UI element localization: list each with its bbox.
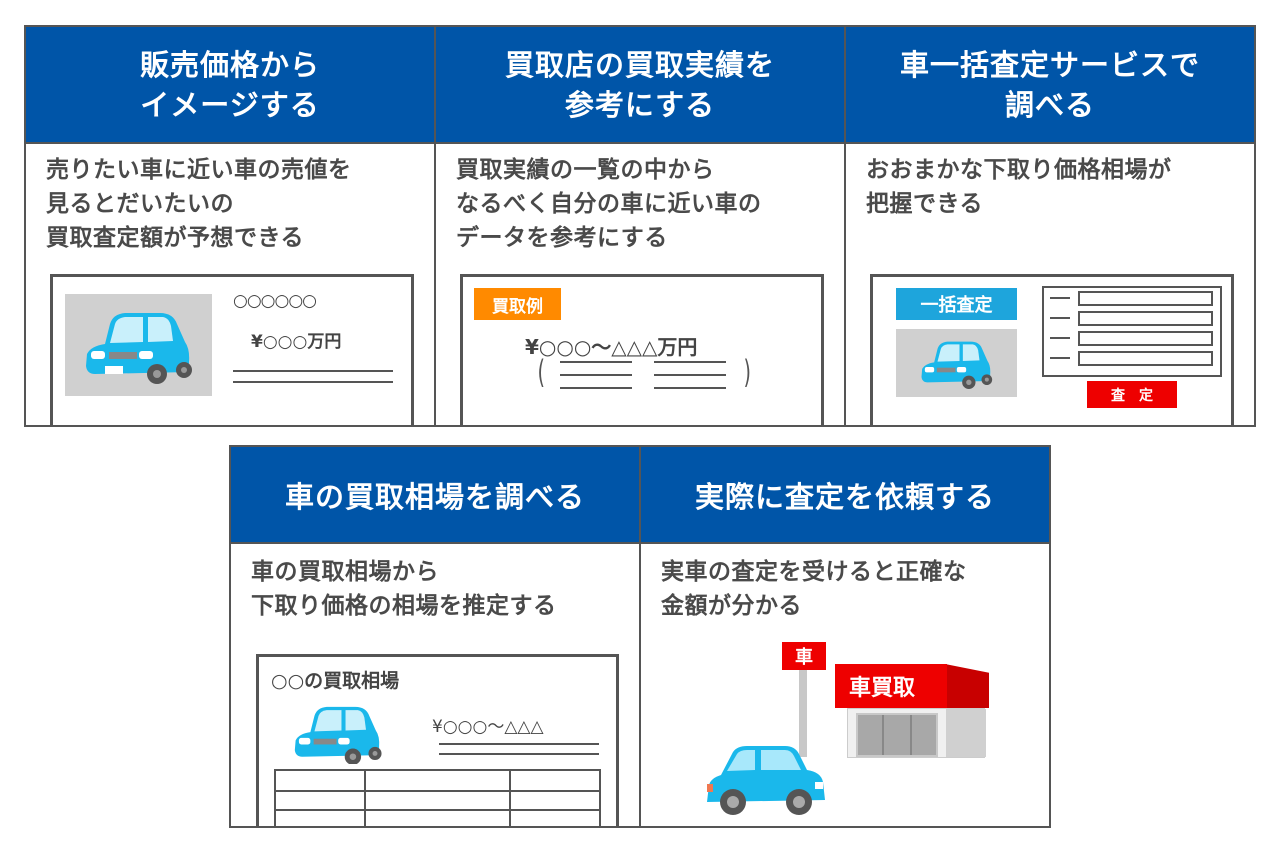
door-divider — [910, 715, 912, 755]
text-line — [560, 361, 632, 363]
text-line — [233, 370, 393, 372]
shop-side-wall — [946, 709, 986, 757]
paren-open: ( — [537, 353, 545, 391]
text-line — [439, 743, 599, 745]
card-description: 売りたい車に近い車の売値を 見るとだいたいの 買取査定額が予想できる — [46, 157, 352, 251]
bulk-appraisal-tag: 一括査定 — [896, 288, 1017, 320]
shop-building — [847, 708, 986, 758]
shop-door[interactable] — [856, 713, 938, 757]
form-input[interactable] — [1078, 331, 1213, 346]
shop-roof-side — [945, 664, 989, 708]
car-icon — [707, 746, 825, 815]
records-frame: 買取例 ¥○○○〜△△△万円 ( ) — [460, 274, 824, 425]
form-input[interactable] — [1078, 311, 1213, 326]
row1-grid: 販売価格から イメージする 売りたい車に近い車の売値を 見るとだいたいの 買取査… — [24, 25, 1256, 427]
card-bulk-appraisal: 車一括査定サービスで 調べる おおまかな下取り価格相場が 把握できる 一括査定 — [846, 27, 1254, 425]
card-title: 車の買取相場を調べる — [231, 447, 639, 544]
card-title: 販売価格から イメージする — [26, 27, 434, 144]
text-line — [654, 374, 726, 376]
car-icon — [921, 341, 993, 389]
card-description: 買取実績の一覧の中から なるべく自分の車に近い車の データを参考にする — [456, 157, 762, 251]
card-description: 車の買取相場から 下取り価格の相場を推定する — [251, 559, 557, 619]
card-title: 買取店の買取実績を 参考にする — [436, 27, 844, 144]
table-border — [274, 769, 601, 771]
sign-pole — [799, 667, 807, 757]
text-line — [654, 361, 726, 363]
form-label-dash — [1050, 337, 1070, 339]
appraise-button[interactable]: 査 定 — [1087, 381, 1177, 408]
card-title: 車一括査定サービスで 調べる — [846, 27, 1254, 144]
form-label-dash — [1050, 357, 1070, 359]
listing-frame: ○○○○○○ ¥○○○万円 — [50, 274, 414, 425]
form-input[interactable] — [1078, 291, 1213, 306]
card-description: 実車の査定を受けると正確な 金額が分かる — [661, 559, 967, 619]
purchase-example-tag: 買取例 — [474, 288, 561, 320]
card-request-appraisal: 実際に査定を依頼する 実車の査定を受けると正確な 金額が分かる 車 車買取 — [641, 447, 1049, 826]
form-label-dash — [1050, 317, 1070, 319]
market-heading: ○○の買取相場 — [271, 670, 400, 692]
door-divider — [882, 715, 884, 755]
table-border — [599, 769, 601, 826]
table-border — [509, 769, 511, 826]
text-line — [654, 387, 726, 389]
form-label-dash — [1050, 297, 1070, 299]
car-photo — [896, 329, 1017, 397]
form-input[interactable] — [1078, 351, 1213, 366]
paren-close: ) — [743, 353, 751, 391]
card-market-price: 車の買取相場を調べる 車の買取相場から 下取り価格の相場を推定する ○○の買取相… — [231, 447, 641, 826]
car-icon — [294, 706, 382, 764]
car-name-placeholder: ○○○○○○ — [233, 291, 317, 311]
market-price-range: ¥○○○〜△△△ — [432, 717, 544, 737]
table-border — [274, 809, 601, 811]
card-description: おおまかな下取り価格相場が 把握できる — [866, 157, 1172, 217]
car-icon — [86, 313, 192, 384]
text-line — [233, 381, 393, 383]
price-range: ¥○○○〜△△△万円 — [525, 335, 698, 359]
market-frame: ○○の買取相場 ¥○○○〜△△△ — [256, 654, 619, 826]
table-border — [274, 769, 276, 826]
appraisal-site-frame: 一括査定 — [870, 274, 1234, 425]
card-purchase-records: 買取店の買取実績を 参考にする 買取実績の一覧の中から なるべく自分の車に近い車… — [436, 27, 846, 425]
table-border — [364, 769, 366, 826]
text-line — [560, 374, 632, 376]
shop-sign: 車買取 — [835, 664, 947, 708]
car-photo — [65, 294, 212, 396]
pole-sign: 車 — [782, 642, 826, 670]
text-line — [560, 387, 632, 389]
car-price: ¥○○○万円 — [251, 332, 342, 352]
table-border — [274, 790, 601, 792]
card-sales-price: 販売価格から イメージする 売りたい車に近い車の売値を 見るとだいたいの 買取査… — [26, 27, 436, 425]
appraisal-form — [1042, 286, 1222, 377]
text-line — [439, 753, 599, 755]
row2-grid: 車の買取相場を調べる 車の買取相場から 下取り価格の相場を推定する ○○の買取相… — [229, 445, 1051, 828]
card-title: 実際に査定を依頼する — [641, 447, 1049, 544]
